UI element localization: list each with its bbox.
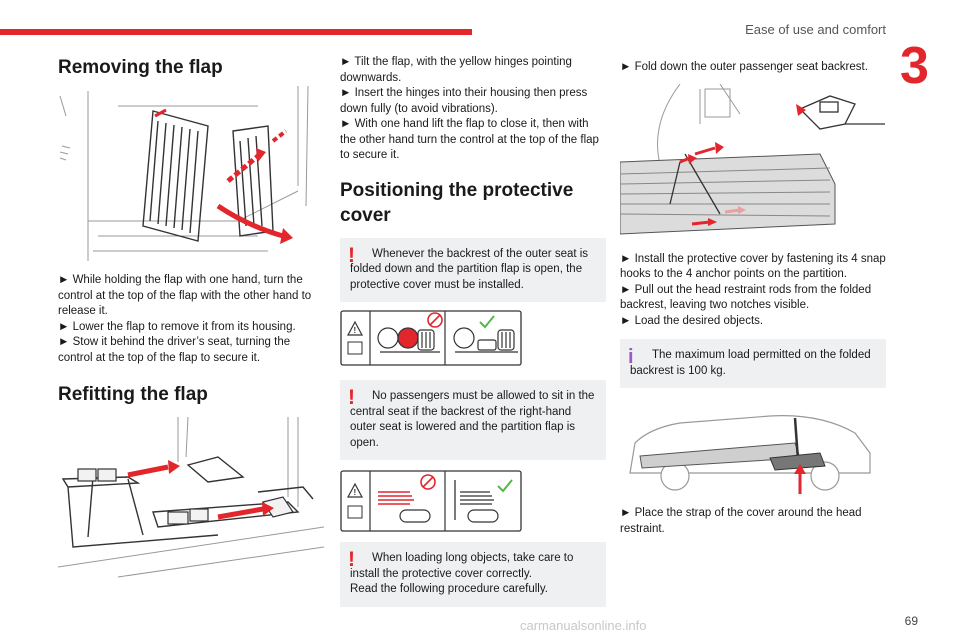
removing-flap-illustration (58, 86, 324, 261)
vehicle-load-illustration (620, 398, 886, 498)
svg-text:!: ! (354, 488, 357, 497)
info-text: The maximum load permitted on the folded… (630, 349, 871, 377)
warning-text-1: Whenever the backrest of the outer seat … (350, 247, 589, 291)
refitting-steps: ► Tilt the flap, with the yellow hinges … (340, 55, 606, 164)
refitting-step-1: ► Tilt the flap, with the yellow hinges … (340, 56, 572, 84)
warning-box-3: ! When loading long objects, take care t… (340, 542, 606, 607)
column-3: ► Fold down the outer passenger seat bac… (620, 55, 886, 537)
positioning-cover-heading: Positioning the protective cover (340, 179, 574, 226)
chapter-number: 3 (900, 37, 929, 95)
svg-text:!: ! (354, 326, 357, 335)
warning-icon: ! (348, 548, 355, 571)
refitting-step-3: ► With one hand lift the flap to close i… (340, 118, 599, 161)
refitting-step-2: ► Insert the hinges into their housing t… (340, 87, 588, 115)
refitting-flap-heading: Refitting the flap (58, 384, 208, 405)
warning-box-2: ! No passengers must be allowed to sit i… (340, 380, 606, 460)
warning-icon: ! (348, 386, 355, 409)
removing-step-3: ► Stow it behind the driver’s seat, turn… (58, 336, 291, 364)
page-number: 69 (904, 614, 918, 628)
pull-rods-step: ► Pull out the head restraint rods from … (620, 283, 872, 312)
protective-cover-illustration (620, 83, 886, 244)
seat-warning-pictogram-1: ! (340, 310, 606, 372)
warning-text-3b: Read the following procedure carefully. (350, 583, 548, 595)
removing-flap-heading: Removing the flap (58, 57, 223, 78)
warning-box-1: ! Whenever the backrest of the outer sea… (340, 237, 606, 302)
strap-step: ► Place the strap of the cover around th… (620, 507, 862, 535)
watermark: carmanualsonline.info (520, 618, 647, 633)
fold-backrest-step: ► Fold down the outer passenger seat bac… (620, 61, 868, 73)
warning-text-2: No passengers must be allowed to sit in … (350, 390, 595, 449)
removing-step-1: ► While holding the flap with one hand, … (58, 274, 312, 317)
seat-warning-pictogram-2: ! (340, 470, 606, 534)
column-2: ► Tilt the flap, with the yellow hinges … (340, 55, 606, 607)
warning-icon: ! (348, 243, 355, 267)
warning-text-3a: When loading long objects, take care to … (350, 552, 574, 580)
section-title: Ease of use and comfort (745, 22, 886, 37)
install-cover-step: ► Install the protective cover by fasten… (620, 252, 886, 281)
load-objects-step: ► Load the desired objects. (620, 314, 764, 327)
refitting-flap-illustration (58, 417, 324, 587)
info-icon: i (628, 346, 634, 368)
removing-step-2: ► Lower the flap to remove it from its h… (58, 320, 296, 333)
info-box: i The maximum load permitted on the fold… (620, 339, 886, 388)
header-accent-bar (0, 29, 472, 35)
column-1: Removing the flap (58, 55, 324, 587)
